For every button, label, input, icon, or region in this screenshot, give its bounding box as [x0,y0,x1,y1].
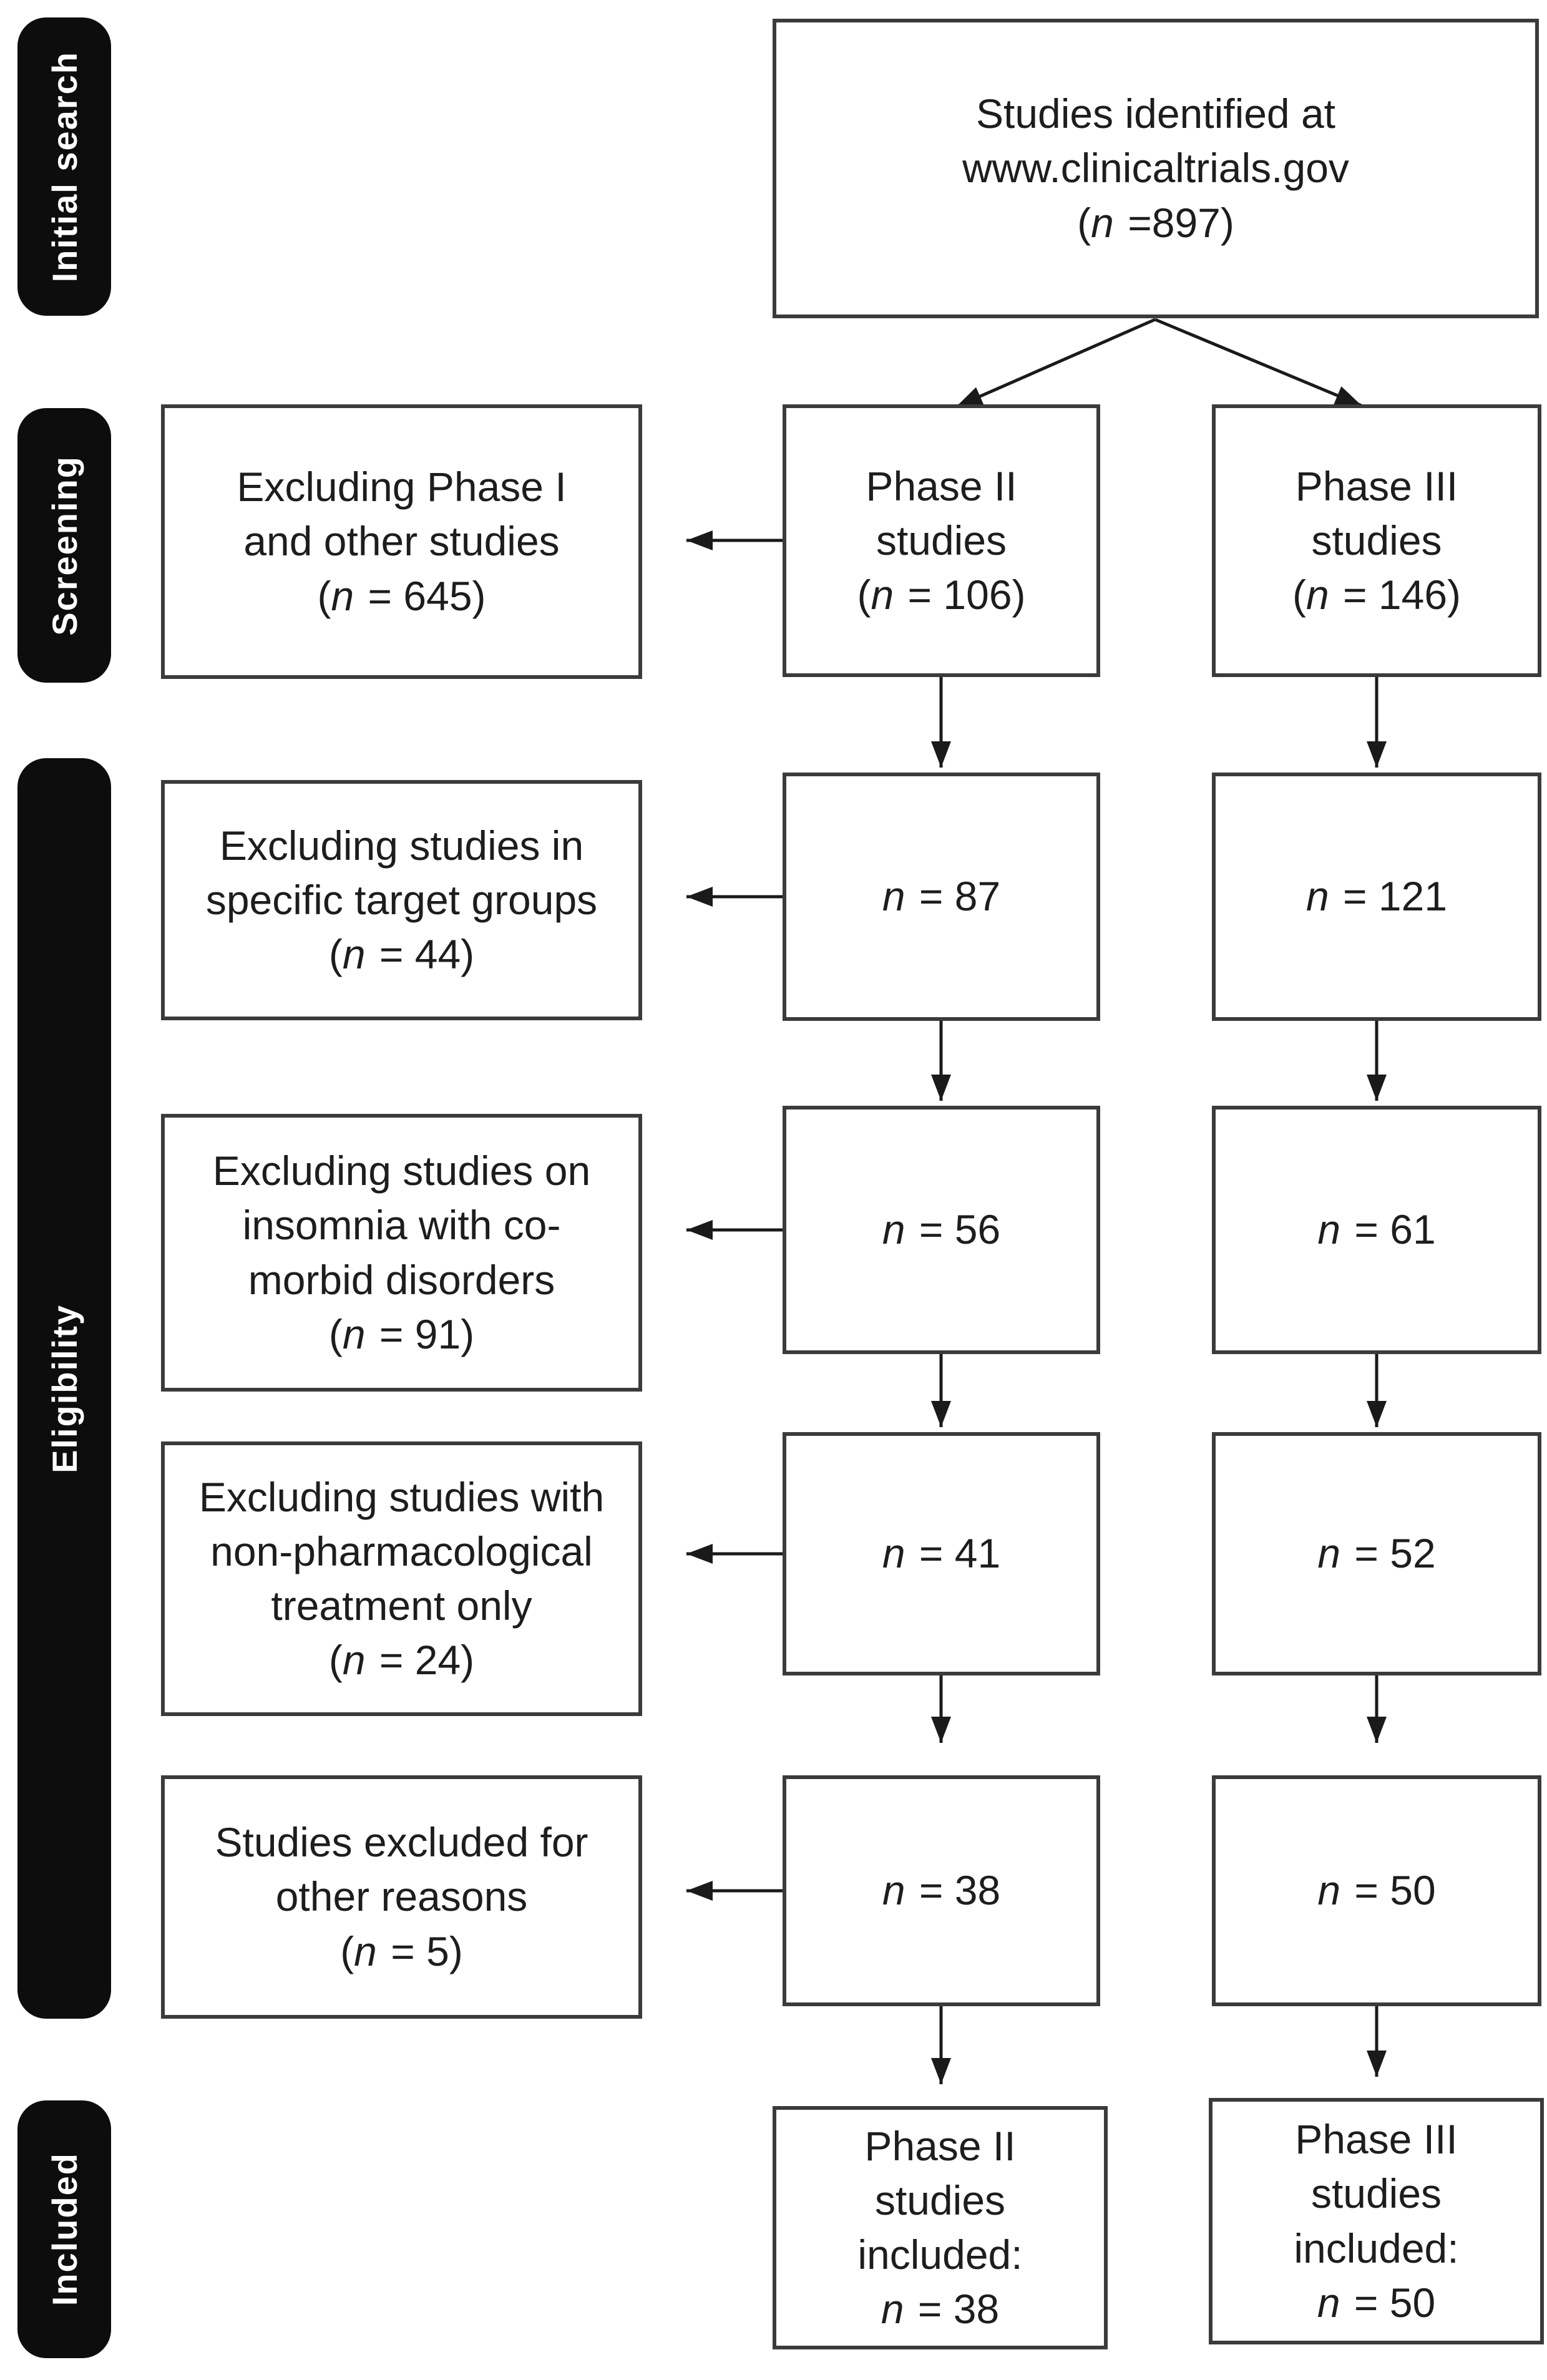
box-text-line: insomnia with co- [242,1202,561,1249]
box-phase3-studies: Phase III studies (n = 146) [1212,404,1541,677]
box-text-line: Phase III [1295,2116,1458,2163]
stage-label-screening: Screening [17,408,111,683]
box-text-line: Excluding studies with [198,1473,605,1520]
box-excluding-target-groups: Excluding studies in specific target gro… [161,780,642,1020]
box-count-line: n = 52 [1317,1530,1436,1577]
box-count-line: (n = 91) [328,1310,475,1357]
box-text-line: Studies identified at [975,90,1336,137]
box-text-line: studies [874,2177,1006,2223]
stage-label-text: Eligibility [44,1304,84,1473]
box-count-line: (n = 146) [1292,572,1462,618]
box-text-line: studies [876,517,1007,563]
stage-label-eligibility: Eligibility [17,758,111,2019]
box-count-line: n = 56 [882,1206,1001,1253]
arrow-identified-to-phase2 [955,318,1156,409]
box-count-line: n = 38 [882,1867,1001,1914]
box-phase3-n52: n = 52 [1212,1432,1541,1675]
box-count-line: (n = 24) [328,1637,475,1684]
box-phase3-n50: n = 50 [1212,1775,1541,2006]
box-count-line: n = 50 [1317,2279,1436,2326]
box-text-line: www.clinicaltrials.gov [962,145,1349,192]
box-phase3-n121: n = 121 [1212,773,1541,1021]
stage-label-text: Initial search [44,51,84,283]
box-phase2-studies: Phase II studies (n = 106) [783,404,1100,677]
box-text-line: and other studies [243,518,560,565]
box-text-line: studies [1311,517,1442,563]
box-text-line: included: [1294,2225,1459,2271]
box-text-line: studies [1310,2170,1442,2217]
box-count-line: n = 50 [1317,1867,1436,1914]
box-count-line: n = 87 [882,873,1001,920]
box-phase2-n38: n = 38 [783,1775,1100,2006]
box-count-line: (n = 645) [317,572,486,619]
box-text-line: other reasons [275,1873,528,1920]
box-count-line: n = 38 [881,2286,1000,2333]
box-text-line: Studies excluded for [215,1819,588,1866]
box-count-line: (n = 44) [328,931,475,978]
box-text-line: Phase II [864,2122,1016,2169]
box-phase2-n56: n = 56 [783,1106,1100,1354]
box-text-line: Excluding studies on [212,1148,591,1194]
box-excluded-other-reasons: Studies excluded for other reasons (n = … [161,1775,642,2019]
box-phase2-n41: n = 41 [783,1432,1100,1675]
stage-label-text: Included [44,2152,84,2306]
box-text-line: morbid disorders [248,1256,555,1303]
box-count-line: (n = 106) [857,572,1026,618]
box-count-line: n = 41 [882,1530,1001,1577]
box-phase3-included: Phase III studies included: n = 50 [1209,2098,1544,2344]
box-text-line: Excluding Phase I [237,464,567,510]
box-phase2-included: Phase II studies included: n = 38 [773,2106,1108,2349]
box-count-line: (n =897) [1077,199,1234,246]
box-excluding-phase1: Excluding Phase I and other studies (n =… [161,404,642,679]
box-text-line: treatment only [271,1583,532,1629]
box-phase2-n87: n = 87 [783,773,1100,1021]
box-count-line: n = 121 [1305,873,1448,920]
box-text-line: non-pharmacological [210,1528,593,1574]
stage-label-included: Included [17,2100,111,2358]
box-phase3-n61: n = 61 [1212,1106,1541,1354]
stage-label-text: Screening [44,455,84,636]
stage-label-initial-search: Initial search [17,17,111,316]
box-text-line: Phase II [866,462,1017,509]
box-count-line: n = 61 [1317,1206,1436,1253]
box-text-line: Phase III [1295,462,1458,509]
arrow-identified-to-phase3 [1154,318,1362,407]
box-count-line: (n = 5) [340,1928,463,1974]
box-studies-identified: Studies identified at www.clinicaltrials… [773,19,1539,318]
box-text-line: included: [857,2231,1023,2278]
box-text-line: specific target groups [205,876,598,923]
box-excluding-nonpharmacological: Excluding studies with non-pharmacologic… [161,1441,642,1716]
box-excluding-comorbid: Excluding studies on insomnia with co- m… [161,1114,642,1392]
box-text-line: Excluding studies in [219,822,584,869]
